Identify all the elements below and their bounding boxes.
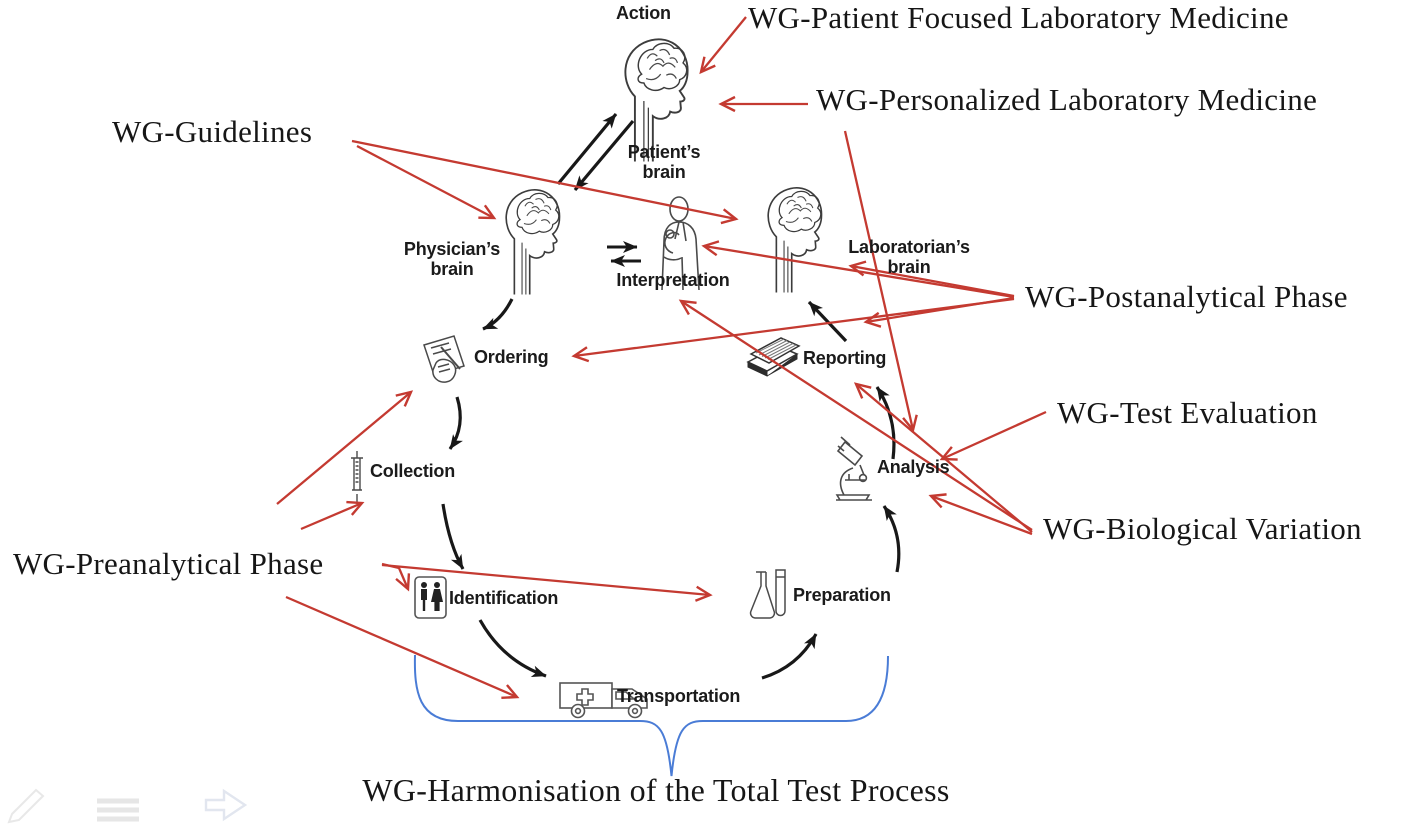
arrow-preanalytical-to-preparation (381, 563, 713, 602)
analysis-label: Analysis (877, 457, 950, 477)
preparation-label: Preparation (793, 585, 891, 605)
interpretation-person-icon (661, 196, 700, 291)
arrow-postanalytical-to-reporting (863, 296, 1015, 328)
harmonisation-brace (413, 654, 889, 777)
wg-guidelines-label: WG-Guidelines (112, 114, 313, 149)
wg-personalized-label: WG-Personalized Laboratory Medicine (816, 82, 1318, 117)
forward-arrow-icon (204, 788, 248, 822)
physicians-brain-label: Physician’s brain (403, 239, 501, 280)
ordering-label: Ordering (474, 347, 549, 367)
arrow-transportation-to-preparation (761, 633, 818, 680)
annotation-arrows (276, 16, 1047, 700)
arrow-personalized-to-analysis (843, 130, 918, 433)
arrow-biological-to-reporting (853, 382, 1033, 533)
pencil-icon (7, 788, 45, 824)
wg-biological-variation-label: WG-Biological Variation (1043, 511, 1362, 546)
transportation-label: Transportation (617, 686, 741, 706)
wg-postanalytical-label: WG-Postanalytical Phase (1025, 279, 1348, 314)
cycle-arrows (441, 112, 901, 680)
collection-syringe-icon (351, 451, 363, 504)
arrow-preanalytical-to-collection (300, 500, 365, 531)
wg-preanalytical-label: WG-Preanalytical Phase (13, 546, 324, 581)
reporting-label: Reporting (803, 348, 887, 368)
arrow-postanalytical-to-laboratorian (848, 260, 1015, 298)
identification-label: Identification (449, 588, 559, 608)
arrow-preparation-to-analysis (882, 505, 901, 573)
arrow-physician-to-patient (556, 112, 618, 186)
patients-brain-label: Patient’s brain (627, 142, 701, 183)
interpretation-label: Interpretation (616, 270, 730, 290)
arrow-physician-to-ordering (482, 298, 514, 331)
wg-test-evaluation-label: WG-Test Evaluation (1057, 395, 1318, 430)
reporting-books-icon (746, 337, 801, 377)
action-label: Action (616, 3, 671, 23)
arrow-collection-to-identification (441, 503, 465, 570)
arrow-reporting-to-laboratorian (807, 300, 848, 343)
arrow-identification-to-transportation (478, 619, 547, 678)
arrow-postanalytical-to-ordering (571, 297, 1015, 363)
arrow-ordering-to-collection (448, 396, 463, 450)
laboratorians-brain-label: Laboratorian’s brain (848, 237, 970, 278)
arrow-preanalytical-to-ordering (276, 390, 414, 505)
arrow-biological-to-analysis (928, 493, 1033, 536)
transportation-ambulance-icon (559, 682, 648, 719)
arrow-analysis-to-reporting (875, 386, 896, 460)
wg-harmonisation-label: WG-Harmonisation of the Total Test Proce… (362, 772, 950, 808)
arrow-patient-to-physician (573, 119, 635, 192)
ordering-pad-icon (423, 335, 465, 383)
arrow-test-evaluation-to-analysis (939, 410, 1047, 461)
preparation-flasks-icon (749, 569, 786, 619)
arrow-preanalytical-to-transportation (285, 595, 520, 700)
collection-label: Collection (370, 461, 456, 481)
arrow-guidelines-to-laboratorian (351, 139, 739, 225)
list-icon (97, 798, 139, 822)
arrow-biological-to-interpretation (678, 299, 1033, 531)
arrow-guidelines-to-physician (356, 144, 497, 220)
arrow-patient-focused-to-patient (699, 16, 747, 75)
identification-people-icon (414, 576, 447, 619)
wg-patient-focused-label: WG-Patient Focused Laboratory Medicine (748, 0, 1289, 35)
analysis-microscope-icon (835, 436, 872, 501)
